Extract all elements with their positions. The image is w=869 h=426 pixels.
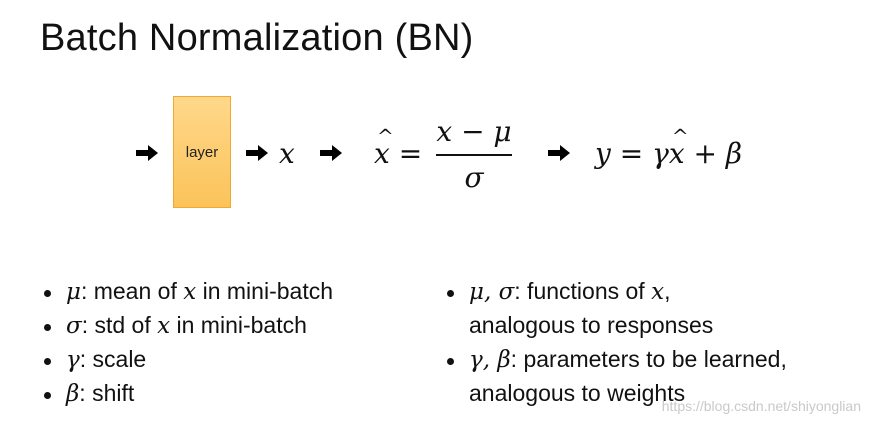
bullet-dot	[44, 324, 51, 331]
slide-title: Batch Normalization (BN)	[40, 17, 474, 59]
equals-sign: =	[398, 137, 423, 170]
fraction-denominator: σ	[464, 161, 484, 194]
bullet-dot	[44, 358, 51, 365]
fraction-numerator: x − μ	[436, 115, 512, 148]
output-equation: y = γx + β	[595, 126, 743, 170]
list-item: μ, σ: functions of x,	[469, 278, 671, 305]
arrow-right-icon	[548, 145, 570, 161]
bullet-dot	[44, 392, 51, 399]
list-item: β: shift	[66, 380, 135, 407]
arrow-right-icon	[136, 145, 158, 161]
arrow-right-icon	[320, 145, 342, 161]
bullet-dot	[447, 358, 454, 365]
x-hat-symbol: x	[374, 126, 394, 168]
list-item: γ: scale	[66, 346, 147, 373]
list-item: γ, β: parameters to be learned,	[469, 346, 787, 373]
list-item: σ: std of x in mini-batch	[66, 312, 307, 339]
layer-label: layer	[185, 143, 219, 161]
output-rhs: + β	[693, 137, 743, 170]
normalized-x-lhs: x =	[374, 126, 423, 170]
list-item: μ: mean of x in mini-batch	[66, 278, 333, 305]
layer-box: layer	[173, 96, 231, 208]
arrow-right-icon	[246, 145, 268, 161]
input-x: x	[279, 137, 295, 170]
list-item-continuation: analogous to responses	[469, 312, 714, 338]
bullet-dot	[44, 290, 51, 297]
x-hat-symbol: x	[669, 126, 689, 168]
list-item-continuation: analogous to weights	[469, 380, 686, 406]
fraction-bar	[436, 154, 512, 156]
bullet-dot	[447, 290, 454, 297]
watermark: https://blog.csdn.net/shiyonglian	[661, 398, 861, 414]
output-lhs: y = γ	[595, 137, 669, 170]
